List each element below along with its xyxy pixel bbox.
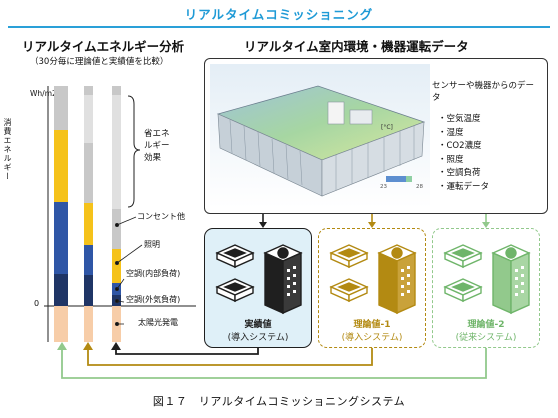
bar-actual [112,86,121,342]
label-outlet: コンセント他 [137,212,185,221]
list-item: ・空気温度 [438,114,481,124]
hvac-equipment-icon [443,244,531,315]
list-item: ・照度 [438,154,464,165]
sensor-data-list: ・空気温度 ・湿度 ・CO2濃度 ・照度 ・空調負荷 ・運転データ [438,113,489,195]
environment-data-title: リアルタイム室内環境・機器運転データ [244,39,469,54]
system-box-actual: 実績値 (導入システム) [204,228,312,348]
system-name-theory-2: 理論値-2 [467,320,505,330]
y-axis-unit: Wh/m2 [30,89,57,98]
system-name-actual: 実績値 [244,320,272,330]
building-render-image [210,64,430,208]
figure-caption: 図１７ リアルタイムコミッショニングシステム [152,395,406,408]
scale-min: 23 [380,184,387,190]
system-name-theory-1: 理論値-1 [353,320,391,330]
y-axis-label: 消費エネルギー [3,118,12,181]
savings-brace [127,95,141,208]
bar-theory-1 [84,86,93,342]
list-item: ・湿度 [438,127,464,138]
label-solar: 太陽光発電 [138,318,178,327]
savings-effect-label: 省エネ ルギー 効果 [144,129,170,163]
energy-analysis-title: リアルタイムエネルギー分析 [22,39,185,54]
system-box-theory-1: 理論値-1 (導入システム) [318,228,426,348]
category-pointers [115,216,143,326]
label-hvac-external: 空調(外気負荷) [126,295,181,304]
system-sub-theory-1: (導入システム) [341,333,403,343]
scale-unit: [°C] [381,124,393,131]
system-sub-actual: (導入システム) [227,333,289,343]
page-title: リアルタイムコミッショニング [184,7,374,22]
scale-max: 28 [416,184,423,190]
systems-to-bars-arrows [57,342,487,379]
hvac-equipment-icon [215,244,303,315]
panel-to-systems-arrows [259,212,490,228]
system-sub-theory-2: (従来システム) [455,333,517,343]
energy-analysis-subtitle: （30分毎に理論値と実績値を比較） [30,57,169,67]
bar-theory-2 [54,86,68,342]
label-hvac-internal: 空調(内部負荷) [126,269,181,278]
zero-label: 0 [34,299,40,308]
system-box-theory-2: 理論値-2 (従来システム) [432,228,540,348]
title-divider [8,26,550,28]
list-item: ・運転データ [438,181,490,192]
sensor-data-title: センサーや機器からのデータ [432,81,535,103]
list-item: ・CO2濃度 [438,141,482,152]
label-lighting: 照明 [144,240,160,249]
list-item: ・空調負荷 [438,168,481,179]
hvac-equipment-icon [329,244,417,315]
